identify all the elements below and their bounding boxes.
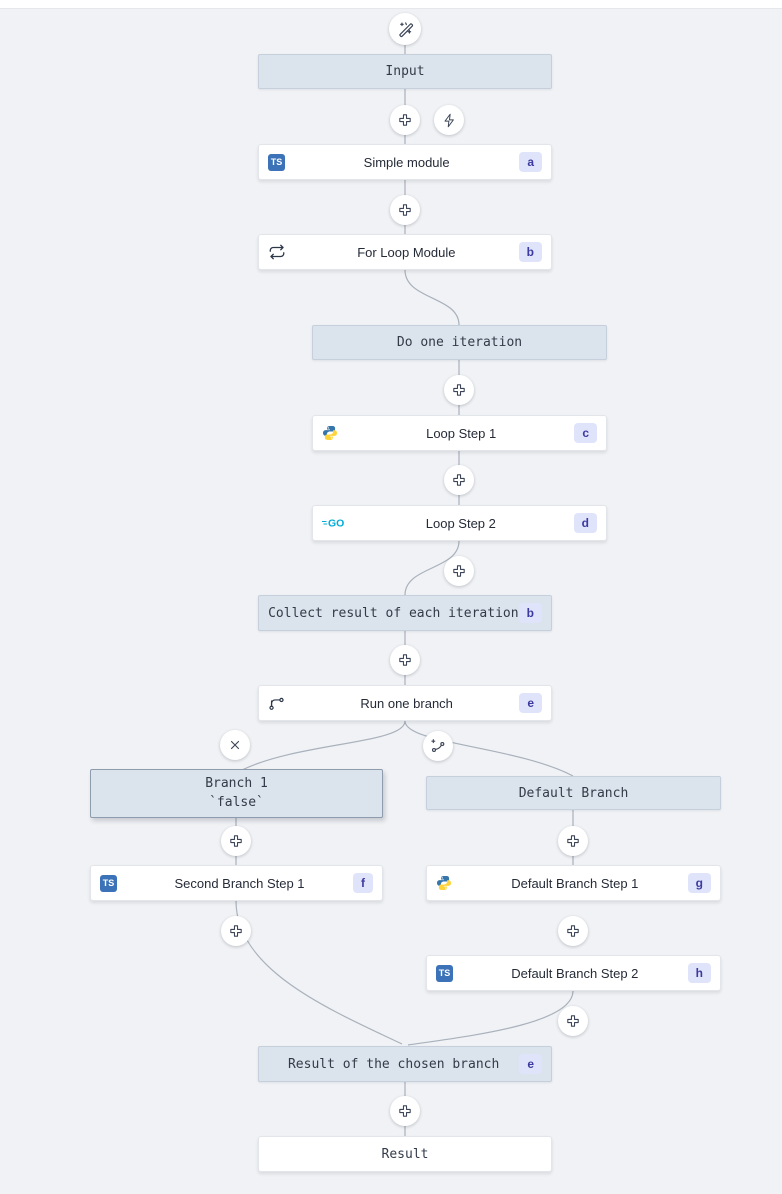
plus-icon: [451, 563, 467, 579]
node-input[interactable]: Input: [258, 54, 552, 89]
node-default-branch-step-2-label: Default Branch Step 2: [511, 965, 639, 981]
node-default-branch-step-2[interactable]: TS Default Branch Step 2 h: [426, 955, 721, 991]
zap-icon: [442, 113, 457, 128]
node-loop-step-1[interactable]: Loop Step 1 c: [312, 415, 607, 451]
node-default-branch-step-1[interactable]: Default Branch Step 1 g: [426, 865, 721, 901]
plus-icon: [397, 112, 413, 128]
insert-step-button[interactable]: [390, 645, 420, 675]
plus-icon: [565, 833, 581, 849]
insert-step-button[interactable]: [444, 556, 474, 586]
insert-step-button[interactable]: [390, 105, 420, 135]
plus-icon: [397, 1103, 413, 1119]
insert-step-button[interactable]: [558, 916, 588, 946]
remove-branch-button[interactable]: [220, 730, 250, 760]
node-collect-result[interactable]: Collect result of each iteration b: [258, 595, 552, 631]
plus-icon: [565, 923, 581, 939]
insert-step-button[interactable]: [558, 826, 588, 856]
node-collect-result-badge: b: [518, 603, 542, 623]
node-do-one-iteration[interactable]: Do one iteration: [312, 325, 607, 360]
node-branch-1-label: Branch 1: [205, 776, 268, 792]
node-loop-step-1-badge: c: [574, 423, 597, 443]
node-second-branch-step-1-label: Second Branch Step 1: [174, 875, 305, 891]
plus-icon: [451, 472, 467, 488]
plus-icon: [228, 923, 244, 939]
insert-step-button[interactable]: [558, 1006, 588, 1036]
ai-flow-builder-button[interactable]: [389, 13, 421, 45]
insert-step-button[interactable]: [221, 826, 251, 856]
plus-icon: [397, 202, 413, 218]
node-for-loop-module[interactable]: For Loop Module b: [258, 234, 552, 270]
insert-step-button[interactable]: [221, 916, 251, 946]
plus-icon: [228, 833, 244, 849]
insert-step-button[interactable]: [390, 195, 420, 225]
plus-icon: [451, 382, 467, 398]
add-trigger-button[interactable]: [434, 105, 464, 135]
node-result-of-chosen-branch-label: Result of the chosen branch: [287, 1056, 500, 1072]
go-icon: GO: [322, 516, 348, 530]
typescript-icon: TS: [268, 153, 294, 171]
node-loop-step-2-label: Loop Step 2: [425, 515, 496, 531]
node-for-loop-badge: b: [518, 242, 542, 262]
node-result-label: Result: [381, 1146, 429, 1162]
node-default-branch[interactable]: Default Branch: [426, 776, 721, 810]
typescript-icon: TS: [436, 964, 462, 982]
node-simple-module-badge: a: [519, 152, 542, 172]
repeat-icon: [268, 243, 294, 261]
node-input-label: Input: [385, 64, 425, 79]
plus-icon: [565, 1013, 581, 1029]
x-icon: [228, 738, 242, 752]
python-icon: [436, 875, 462, 891]
plus-icon: [397, 652, 413, 668]
wand-sparkles-icon: [397, 21, 414, 38]
node-default-branch-step-2-badge: h: [687, 963, 711, 983]
node-simple-module-label: Simple module: [363, 154, 450, 170]
node-default-branch-step-1-badge: g: [687, 873, 711, 893]
node-for-loop-label: For Loop Module: [357, 244, 456, 260]
split-branch-icon: [268, 695, 294, 712]
add-branch-button[interactable]: [423, 731, 453, 761]
python-icon: [322, 425, 348, 441]
node-run-one-branch-badge: e: [519, 693, 542, 713]
svg-text:GO: GO: [328, 518, 344, 530]
node-run-one-branch-label: Run one branch: [360, 695, 453, 711]
node-collect-result-label: Collect result of each iteration: [268, 605, 519, 621]
node-run-one-branch[interactable]: Run one branch e: [258, 685, 552, 721]
node-default-branch-step-1-label: Default Branch Step 1: [511, 875, 639, 891]
top-toolbar-edge: [0, 0, 782, 9]
node-result[interactable]: Result: [258, 1136, 552, 1172]
node-simple-module[interactable]: TS Simple module a: [258, 144, 552, 180]
node-loop-step-2-badge: d: [573, 513, 597, 533]
node-result-of-chosen-branch[interactable]: Result of the chosen branch e: [258, 1046, 552, 1082]
node-result-of-chosen-branch-badge: e: [519, 1054, 542, 1074]
node-default-branch-label: Default Branch: [518, 785, 629, 801]
node-branch-1-condition: `false`: [209, 794, 264, 810]
branch-plus-icon: [430, 738, 446, 754]
insert-step-button[interactable]: [390, 1096, 420, 1126]
node-second-branch-step-1[interactable]: TS Second Branch Step 1 f: [90, 865, 383, 901]
typescript-icon: TS: [100, 874, 126, 892]
node-branch-1[interactable]: Branch 1 `false`: [90, 769, 383, 818]
node-loop-step-1-label: Loop Step 1: [426, 425, 497, 441]
node-loop-step-2[interactable]: GO Loop Step 2 d: [312, 505, 607, 541]
node-second-branch-step-1-badge: f: [353, 873, 373, 893]
node-do-one-iteration-label: Do one iteration: [396, 335, 523, 350]
insert-step-button[interactable]: [444, 375, 474, 405]
insert-step-button[interactable]: [444, 465, 474, 495]
